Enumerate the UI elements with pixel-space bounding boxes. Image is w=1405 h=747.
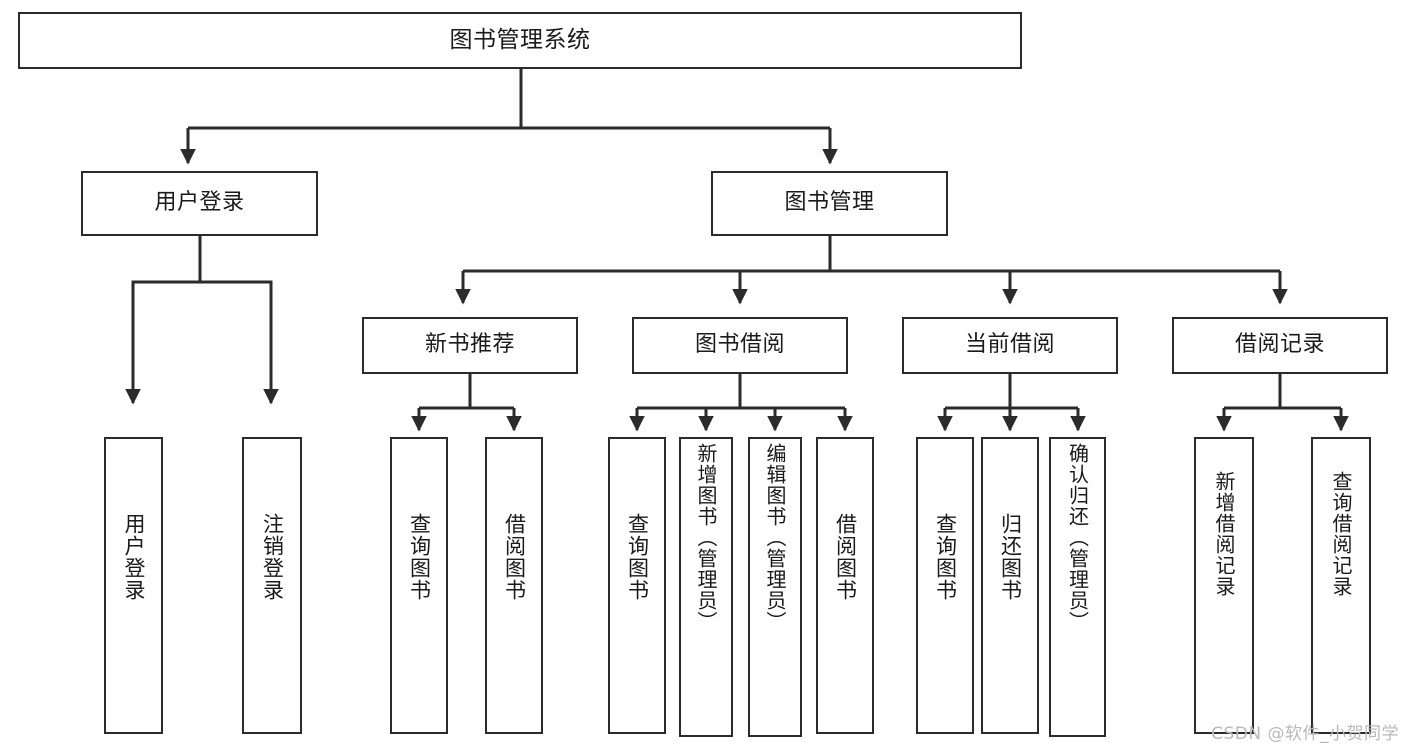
node-current-borrow[interactable]: 当前借阅: [902, 317, 1118, 374]
node-label: 查询图书: [625, 513, 650, 601]
node-label: 编辑图书（管理员）: [763, 443, 787, 632]
node-root-system[interactable]: 图书管理系统: [18, 12, 1022, 69]
node-leaf-query-book-2[interactable]: 查询图书: [608, 437, 666, 734]
node-new-book-recommend[interactable]: 新书推荐: [362, 317, 578, 374]
node-leaf-confirm-return[interactable]: 确认归还（管理员）: [1049, 437, 1106, 737]
node-label: 查询图书: [407, 513, 432, 601]
node-leaf-add-book[interactable]: 新增图书（管理员）: [679, 437, 733, 737]
node-label: 借阅图书: [833, 513, 858, 601]
node-leaf-query-record[interactable]: 查询借阅记录: [1311, 437, 1371, 734]
node-leaf-query-book-1[interactable]: 查询图书: [390, 437, 448, 734]
node-label: 图书管理: [784, 190, 875, 216]
node-leaf-return-book[interactable]: 归还图书: [981, 437, 1039, 734]
node-label: 借阅图书: [502, 513, 527, 601]
node-leaf-query-book-3[interactable]: 查询图书: [916, 437, 974, 734]
node-label: 借阅记录: [1234, 332, 1325, 358]
node-label: 查询图书: [933, 513, 958, 601]
node-label: 查询借阅记录: [1329, 471, 1353, 597]
node-borrow-record[interactable]: 借阅记录: [1172, 317, 1388, 374]
node-leaf-borrow-book-2[interactable]: 借阅图书: [816, 437, 874, 734]
node-user-login[interactable]: 用户登录: [81, 171, 318, 236]
node-label: 新增图书（管理员）: [694, 443, 718, 632]
node-label: 新书推荐: [424, 332, 515, 358]
node-label: 用户登录: [122, 513, 146, 601]
node-label: 注销登录: [260, 513, 285, 601]
node-label: 用户登录: [154, 190, 245, 216]
node-label: 图书管理系统: [449, 26, 591, 53]
node-label: 归还图书: [998, 513, 1023, 601]
watermark-text: CSDN @软件_小贺同学: [1211, 724, 1399, 744]
node-leaf-edit-book[interactable]: 编辑图书（管理员）: [748, 437, 802, 737]
node-leaf-borrow-book-1[interactable]: 借阅图书: [485, 437, 543, 734]
node-label: 图书借阅: [694, 332, 785, 358]
node-label: 确认归还（管理员）: [1065, 443, 1090, 632]
node-book-borrow[interactable]: 图书借阅: [632, 317, 848, 374]
node-book-management[interactable]: 图书管理: [711, 171, 948, 236]
node-leaf-user-logout[interactable]: 注销登录: [242, 437, 302, 734]
node-label: 当前借阅: [964, 332, 1055, 358]
node-leaf-add-record[interactable]: 新增借阅记录: [1194, 437, 1254, 734]
node-label: 新增借阅记录: [1212, 471, 1236, 597]
node-leaf-user-login[interactable]: 用户登录: [104, 437, 163, 734]
